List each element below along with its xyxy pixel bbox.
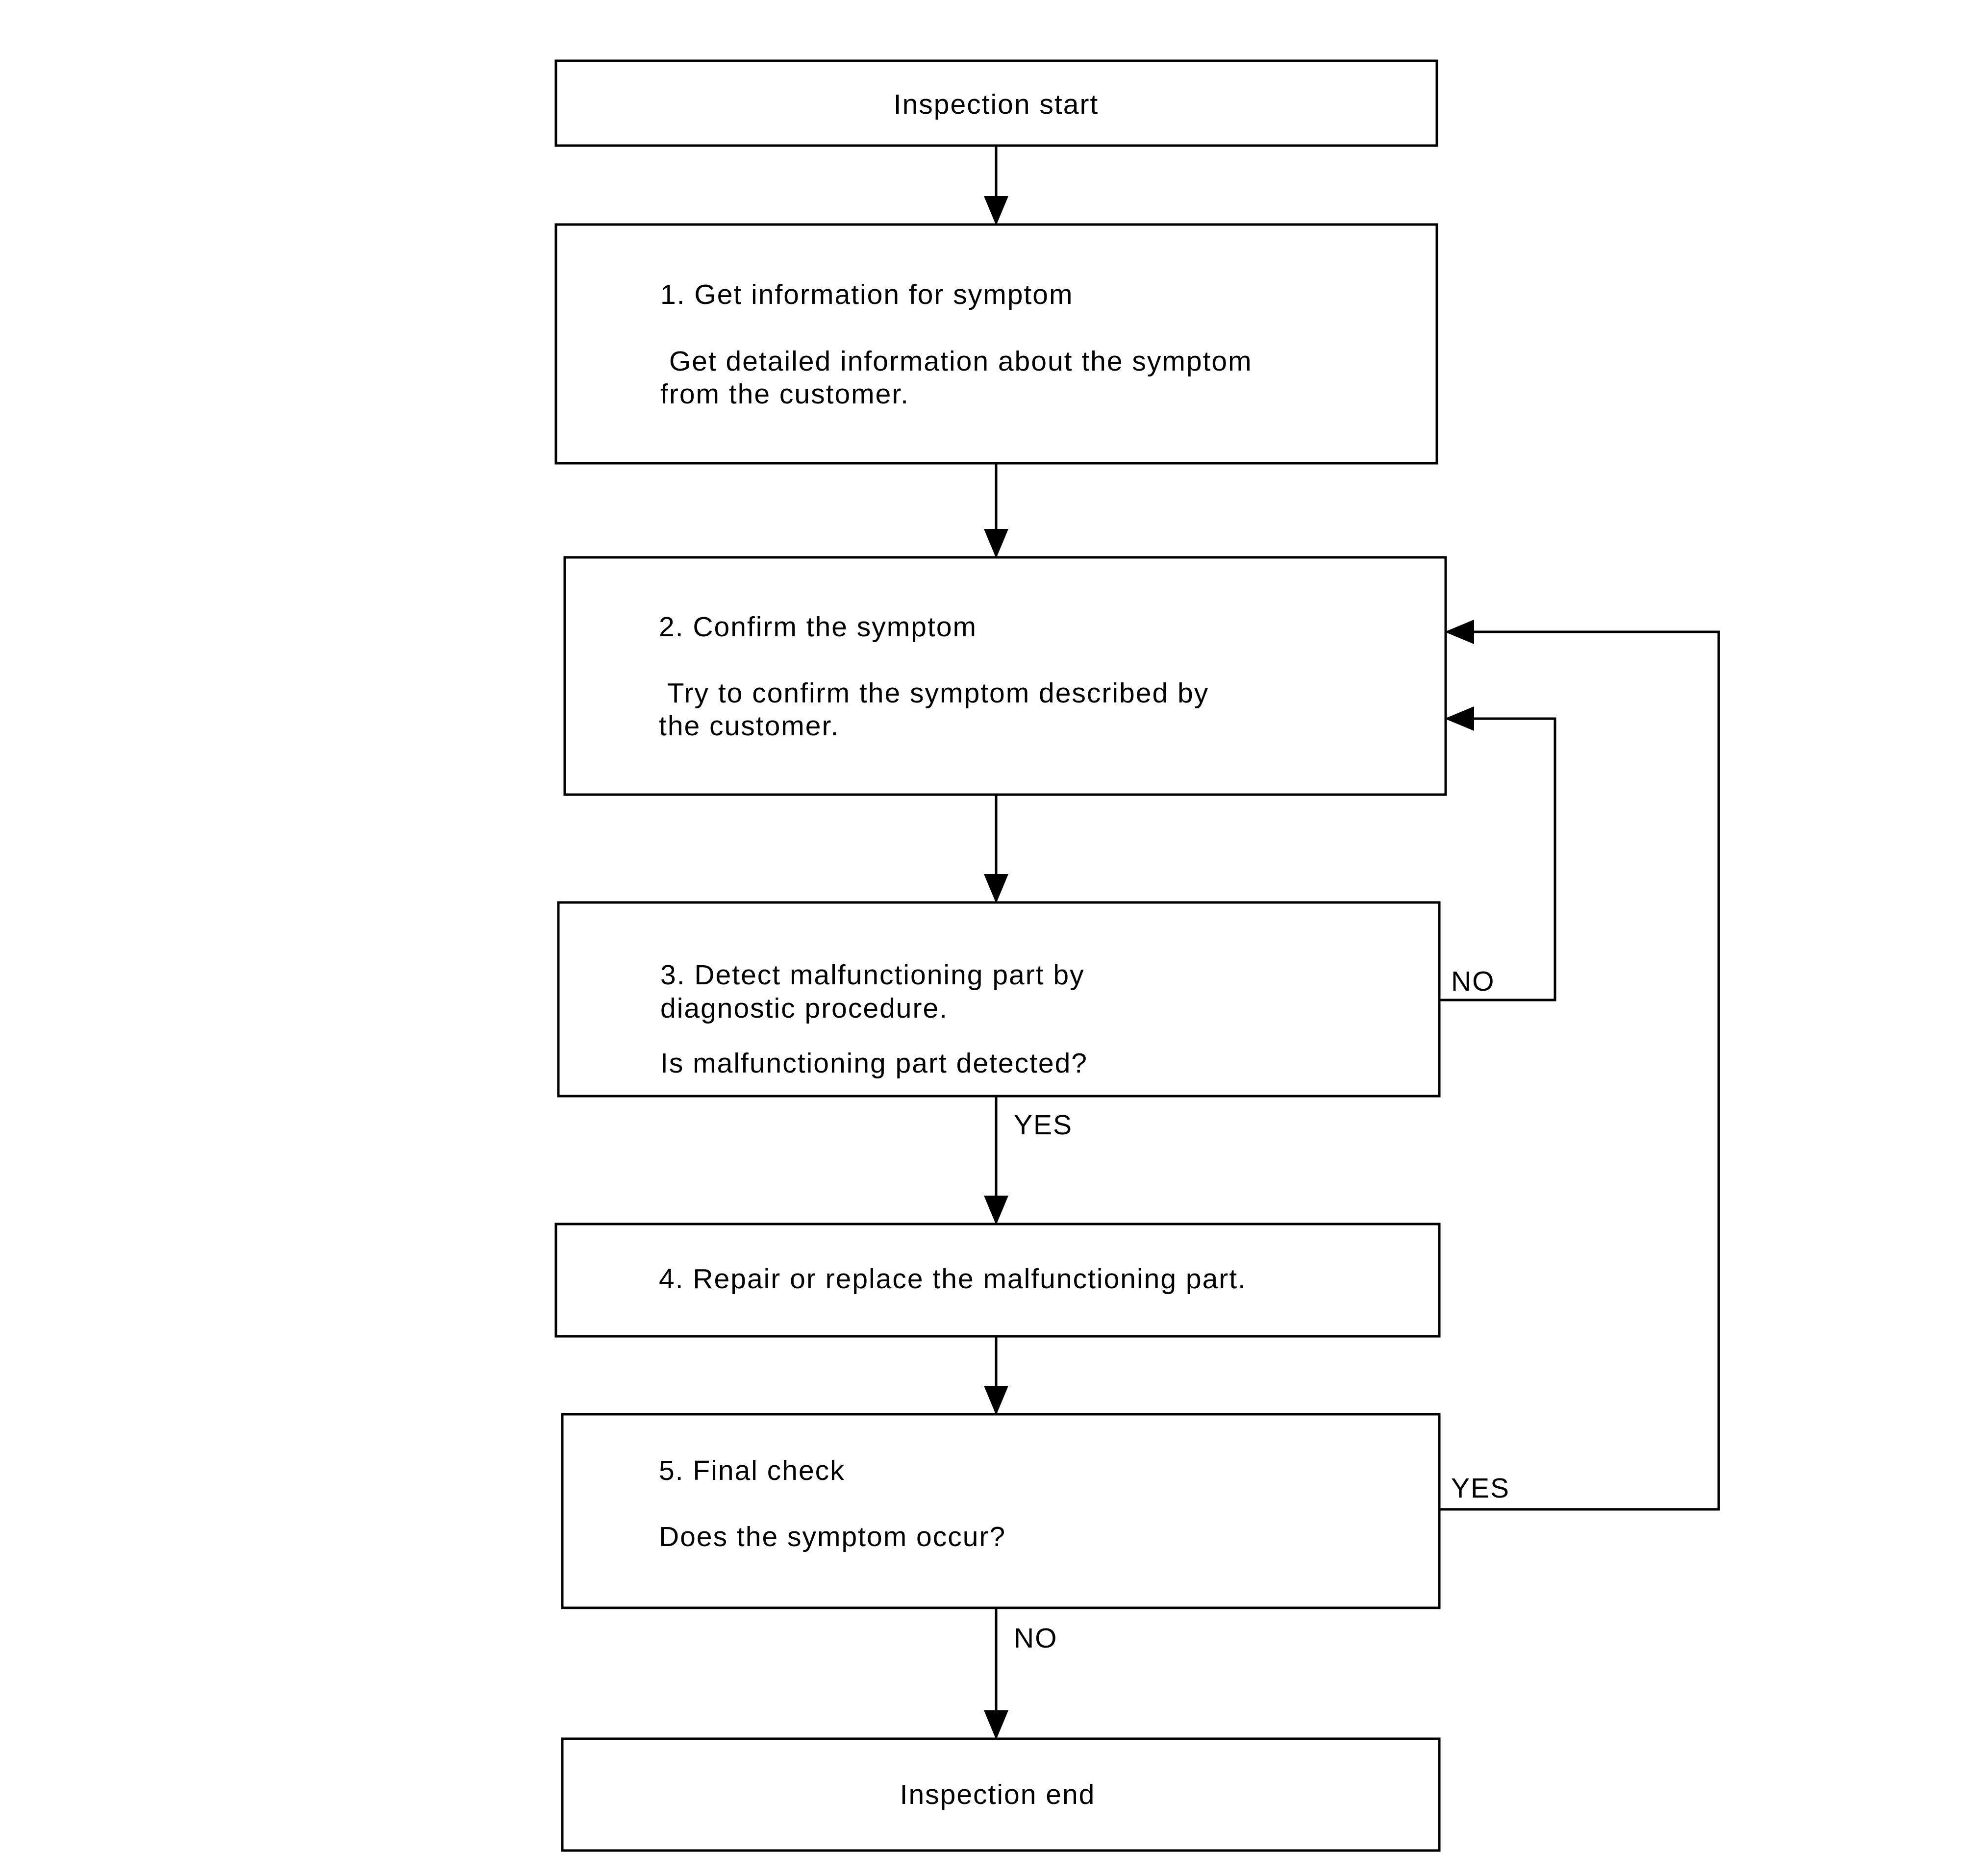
step-3-question: Is malfunctioning part detected? — [660, 1048, 1088, 1079]
step-1-title: 1. Get information for symptom — [660, 279, 1073, 310]
node-step-2-confirm-symptom: 2. Confirm the symptom Try to confirm th… — [563, 556, 1447, 796]
step-1-description-line-1: Get detailed information about the sympt… — [660, 346, 1253, 377]
node-inspection-start: Inspection start — [554, 59, 1438, 147]
step-1-description-line-2: from the customer. — [660, 378, 909, 410]
edge-step-5-yes-to-step-2 — [1439, 620, 1720, 1511]
node-step-3-detect-malfunction: 3. Detect malfunctioning part by diagnos… — [557, 901, 1441, 1098]
node-inspection-end: Inspection end — [561, 1737, 1441, 1852]
edge-label-step-3-yes: YES — [1014, 1109, 1073, 1141]
node-inspection-start-label: Inspection start — [894, 89, 1099, 120]
step-2-description-line-2: the customer. — [659, 710, 839, 742]
step-5-question: Does the symptom occur? — [659, 1521, 1006, 1552]
step-3-title-line-1: 3. Detect malfunctioning part by — [660, 959, 1085, 991]
edge-label-step-5-yes: YES — [1451, 1473, 1510, 1504]
step-3-title-line-2: diagnostic procedure. — [660, 993, 948, 1024]
step-2-description-line-1: Try to confirm the symptom described by — [659, 677, 1209, 709]
step-2-title: 2. Confirm the symptom — [659, 611, 977, 643]
step-5-title: 5. Final check — [659, 1455, 845, 1486]
node-step-5-final-check: 5. Final check Does the symptom occur? — [561, 1413, 1441, 1609]
edge-label-step-3-no: NO — [1451, 966, 1495, 997]
edge-label-step-5-no: NO — [1014, 1623, 1058, 1654]
node-step-1-get-information: 1. Get information for symptom Get detai… — [554, 223, 1438, 465]
node-inspection-end-label: Inspection end — [900, 1779, 1096, 1810]
edge-step-3-no-to-step-2 — [1439, 706, 1556, 1001]
node-step-4-repair-replace: 4. Repair or replace the malfunctioning … — [554, 1223, 1441, 1338]
step-4-label: 4. Repair or replace the malfunctioning … — [659, 1263, 1247, 1295]
